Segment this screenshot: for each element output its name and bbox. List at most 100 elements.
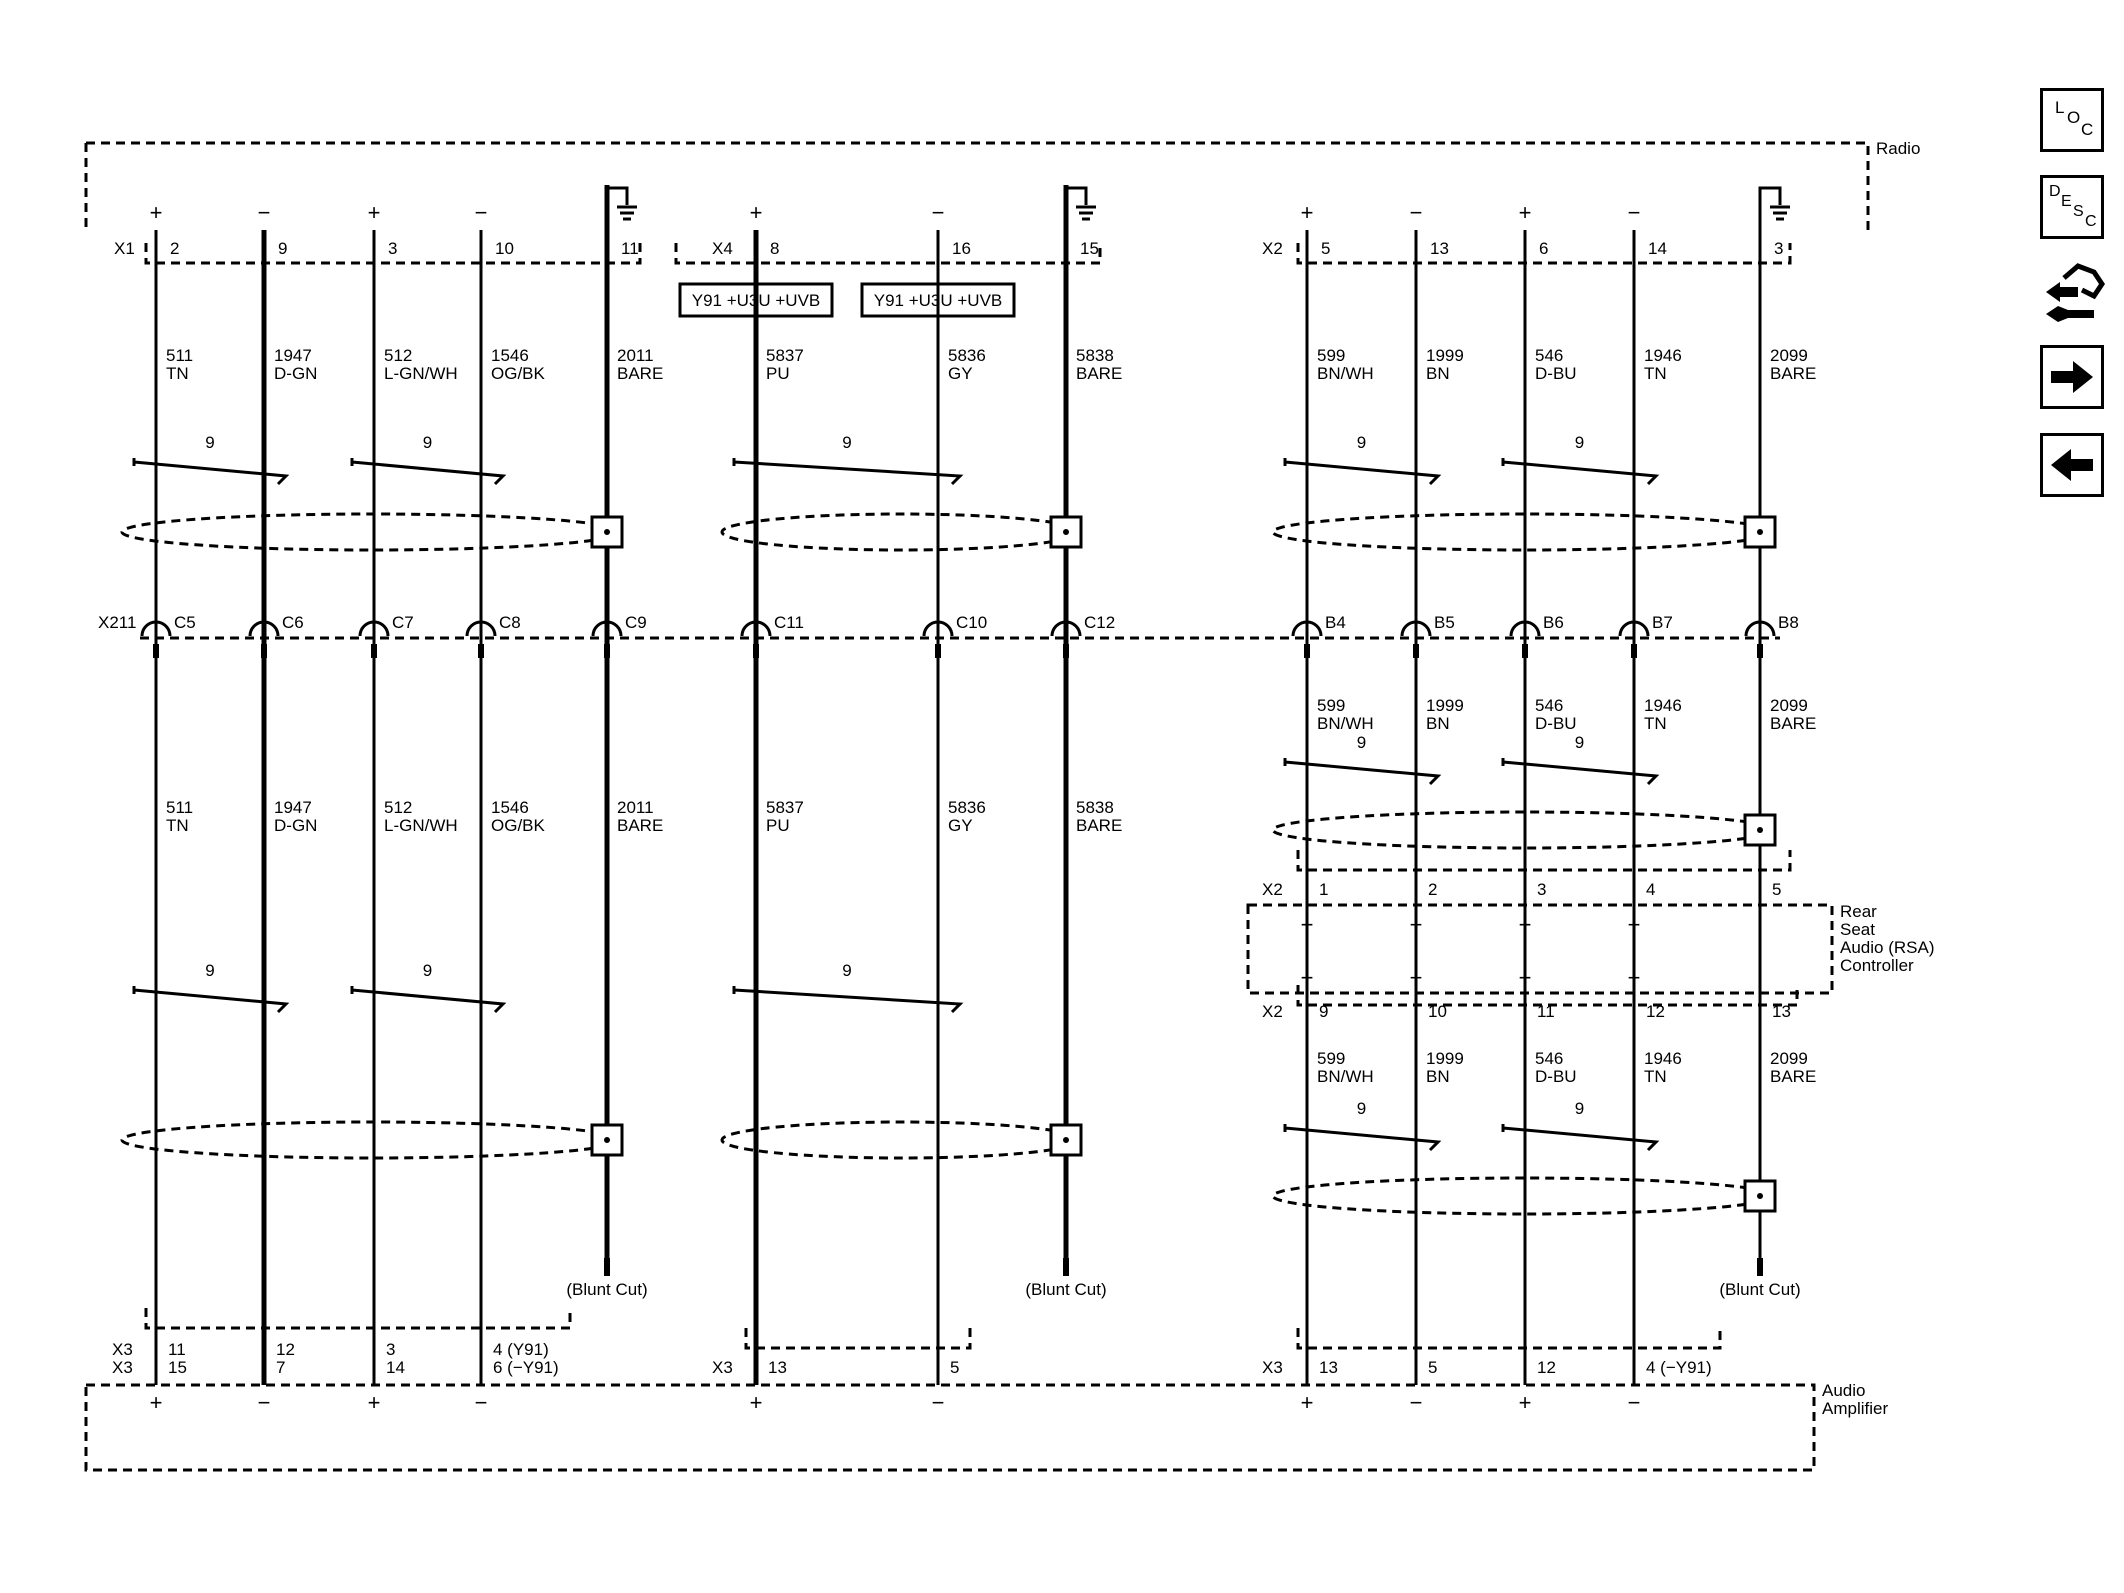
radio-pin: 11 bbox=[621, 239, 639, 258]
inline-terminal-arc bbox=[1618, 620, 1650, 637]
wire-color-lower: PU bbox=[766, 816, 790, 835]
inline-terminal-arc bbox=[740, 620, 772, 637]
options-label: Y91 +U3U +UVB bbox=[874, 291, 1003, 310]
inline-cavity: C5 bbox=[174, 613, 196, 632]
shield-drain bbox=[1049, 515, 1083, 549]
twist-marker-upper bbox=[1501, 458, 1660, 486]
wires bbox=[120, 185, 1790, 1385]
blunt-cut-end bbox=[604, 1258, 610, 1276]
wire-color-upper: TN bbox=[1644, 364, 1667, 383]
wire-color-mid: D-BU bbox=[1535, 714, 1577, 733]
description-button[interactable]: D E S C bbox=[2040, 175, 2104, 239]
circuit-number-bottom: 599 bbox=[1317, 1049, 1345, 1068]
twist-count: 9 bbox=[1575, 733, 1584, 752]
connector-x3-a: X3 bbox=[112, 1340, 133, 1359]
inline-cavity: C7 bbox=[392, 613, 414, 632]
amp-pin: 5 bbox=[1428, 1358, 1437, 1377]
wire-color-mid: TN bbox=[1644, 714, 1667, 733]
circuit-number-upper: 599 bbox=[1317, 346, 1345, 365]
circuit-number-upper: 1946 bbox=[1644, 346, 1682, 365]
connector-outline bbox=[1296, 850, 1792, 872]
wire-color-upper: D-GN bbox=[274, 364, 317, 383]
connector-tool-icon bbox=[2046, 263, 2106, 322]
wire-color-upper: BN bbox=[1426, 364, 1450, 383]
twist-count: 9 bbox=[1575, 433, 1584, 452]
circuit-number-lower: 511 bbox=[166, 798, 193, 817]
wire-color-bottom: BARE bbox=[1770, 1067, 1816, 1086]
inline-cavity: B8 bbox=[1778, 613, 1799, 632]
inline-cavity: C12 bbox=[1084, 613, 1115, 632]
radio-pin: 5 bbox=[1321, 239, 1330, 258]
rsa-out-polarity: − bbox=[1628, 965, 1641, 990]
inline-cavity: B7 bbox=[1652, 613, 1673, 632]
twist-marker-lower bbox=[732, 986, 964, 1014]
shield-drain-dot bbox=[1757, 827, 1763, 833]
previous-button[interactable] bbox=[2040, 433, 2104, 497]
twist-marker-bottom bbox=[1501, 1124, 1660, 1152]
radio-pin: 3 bbox=[1774, 239, 1783, 258]
rsa-out-pin: 13 bbox=[1772, 1002, 1791, 1021]
amp-pin-b: 6 (−Y91) bbox=[493, 1358, 559, 1377]
blunt-cut-label: (Blunt Cut) bbox=[1719, 1280, 1800, 1299]
radio-polarity: − bbox=[1628, 200, 1641, 225]
amp-pin: 4 (−Y91) bbox=[1646, 1358, 1712, 1377]
rsa-in-polarity: + bbox=[1519, 912, 1532, 937]
radio-pin: 13 bbox=[1430, 239, 1449, 258]
rsa-out-polarity: − bbox=[1410, 965, 1423, 990]
amplifier-box-outline bbox=[84, 1383, 1816, 1472]
circuit-number-upper: 5836 bbox=[948, 346, 986, 365]
shield-drain-dot bbox=[1757, 1193, 1763, 1199]
wire-color-upper: BN/WH bbox=[1317, 364, 1374, 383]
rsa-in-pin: 4 bbox=[1646, 880, 1655, 899]
shield-drain-dot bbox=[1063, 529, 1069, 535]
inline-cavity: B4 bbox=[1325, 613, 1346, 632]
circuit-number-mid: 599 bbox=[1317, 696, 1345, 715]
circuit-number-lower: 5836 bbox=[948, 798, 986, 817]
circuit-number-bottom: 2099 bbox=[1770, 1049, 1808, 1068]
twist-marker-mid bbox=[1501, 758, 1660, 786]
circuit-number-upper: 511 bbox=[166, 346, 193, 365]
radio-pin: 8 bbox=[770, 239, 779, 258]
amp-polarity: + bbox=[1301, 1390, 1314, 1415]
amp-pin-b: 14 bbox=[386, 1358, 405, 1377]
twist-count: 9 bbox=[842, 961, 851, 980]
radio-pin: 3 bbox=[388, 239, 397, 258]
wire-color-upper: GY bbox=[948, 364, 973, 383]
inline-terminal-arc bbox=[1400, 620, 1432, 637]
next-button[interactable] bbox=[2040, 345, 2104, 409]
arrow-left-icon bbox=[2051, 449, 2093, 481]
options-label: Y91 +U3U +UVB bbox=[692, 291, 821, 310]
rsa-out-polarity: + bbox=[1301, 965, 1314, 990]
rsa-in-pin: 3 bbox=[1537, 880, 1546, 899]
twist-count: 9 bbox=[423, 961, 432, 980]
connector-outline bbox=[1296, 985, 1799, 1007]
location-button[interactable]: L O C bbox=[2040, 88, 2104, 152]
inline-terminal-arc bbox=[1291, 620, 1323, 637]
connector-tool-button[interactable] bbox=[2038, 256, 2108, 328]
ground-lead bbox=[1064, 186, 1088, 230]
wire-color-upper: D-BU bbox=[1535, 364, 1577, 383]
circuit-number-lower: 5838 bbox=[1076, 798, 1114, 817]
radio-pin: 6 bbox=[1539, 239, 1548, 258]
wire-color-mid: BN/WH bbox=[1317, 714, 1374, 733]
desc-icon: D E S C bbox=[2049, 183, 2097, 230]
wire-color-upper: TN bbox=[166, 364, 189, 383]
radio-label: Radio bbox=[1876, 139, 1920, 158]
shield-drain-dot bbox=[1063, 1137, 1069, 1143]
connector-x211: X211 bbox=[98, 613, 136, 632]
radio-polarity: − bbox=[258, 200, 271, 225]
shield-ellipse bbox=[120, 1120, 623, 1160]
circuit-number-lower: 1947 bbox=[274, 798, 312, 817]
inline-terminal-pin bbox=[478, 644, 484, 658]
amp-polarity: + bbox=[750, 1390, 763, 1415]
amp-pin-b: 15 bbox=[168, 1358, 187, 1377]
rsa-in-pin: 5 bbox=[1772, 880, 1781, 899]
circuit-number-lower: 1546 bbox=[491, 798, 529, 817]
twist-marker-upper bbox=[732, 458, 964, 486]
radio-polarity: − bbox=[475, 200, 488, 225]
circuit-number-upper: 5837 bbox=[766, 346, 804, 365]
radio-polarity: + bbox=[1301, 200, 1314, 225]
wire-color-lower: BARE bbox=[617, 816, 663, 835]
connector-x4: X4 bbox=[712, 239, 733, 258]
wire-color-lower: BARE bbox=[1076, 816, 1122, 835]
